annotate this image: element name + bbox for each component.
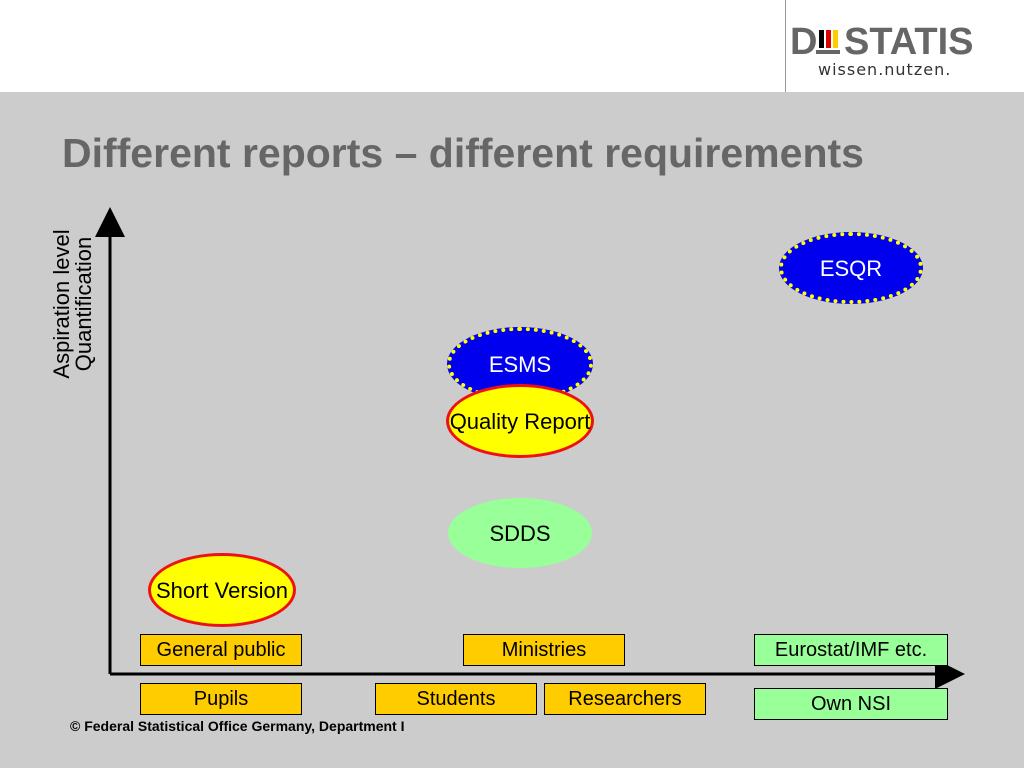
svg-text:STATIS: STATIS <box>844 21 973 62</box>
copyright-footer: © Federal Statistical Office Germany, De… <box>70 718 405 734</box>
page-title: Different reports – different requiremen… <box>62 130 864 176</box>
audience-students: Students <box>375 683 537 715</box>
report-quality-report: Quality Report <box>446 384 594 458</box>
audience-eurostat-imf: Eurostat/IMF etc. <box>754 634 948 666</box>
audience-researchers: Researchers <box>544 683 706 715</box>
report-short-version: Short Version <box>148 553 296 627</box>
report-sdds: SDDS <box>448 498 592 568</box>
y-axis-label-quantification: Quantification <box>71 236 96 372</box>
audience-pupils: Pupils <box>140 683 302 715</box>
audience-ministries: Ministries <box>463 634 625 666</box>
svg-text:D: D <box>790 21 817 62</box>
destatis-logo: D STATIS wissen.nutzen. <box>785 0 1024 92</box>
audience-own-nsi: Own NSI <box>754 688 948 720</box>
logo-wordmark: D STATIS <box>790 21 973 62</box>
logo-tagline: wissen.nutzen. <box>818 60 952 79</box>
audience-general-public: General public <box>140 634 302 666</box>
report-esqr: ESQR <box>779 232 923 304</box>
